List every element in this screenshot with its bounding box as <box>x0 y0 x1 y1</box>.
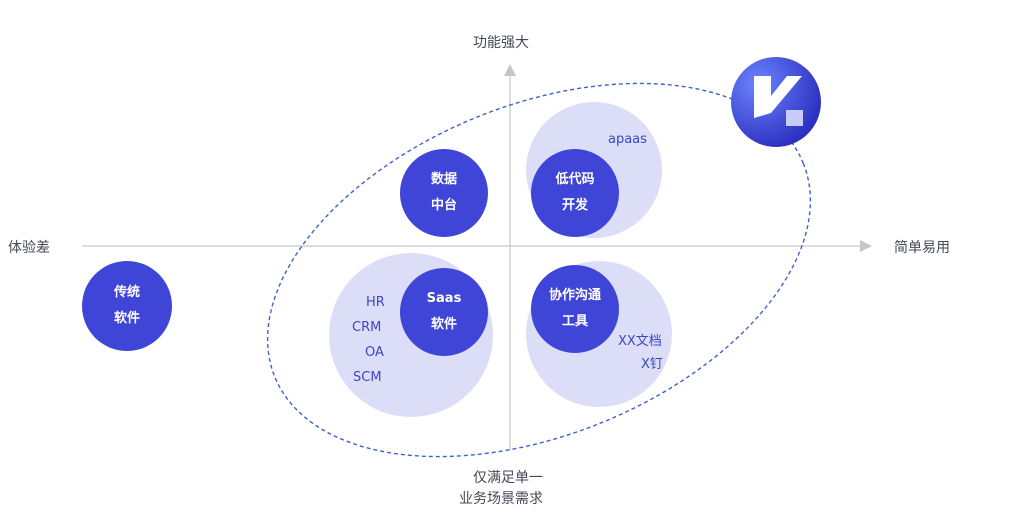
saas-item-scm: SCM <box>353 370 382 385</box>
collab-item-doc: XX文档 <box>618 334 662 349</box>
collab-bubble <box>531 265 619 353</box>
collab-label: 协作沟通工具 <box>548 288 601 329</box>
data-platform-bubble <box>400 149 488 237</box>
collab-item-ding: X钉 <box>641 357 663 372</box>
axis-label-left: 体验差 <box>8 240 50 256</box>
axis-label-right: 简单易用 <box>894 240 950 256</box>
saas-item-hr: HR <box>366 295 385 310</box>
saas-item-oa: OA <box>365 345 384 360</box>
lowcode-bubble <box>531 149 619 237</box>
axis-label-top: 功能强大 <box>473 35 529 51</box>
traditional-software-label: 传统软件 <box>113 285 140 326</box>
apaas-label: apaas <box>608 132 647 147</box>
traditional-software-bubble <box>82 261 172 351</box>
axis-label-bottom-line2: 业务场景需求 <box>459 491 543 507</box>
data-platform-label: 数据中台 <box>430 172 457 213</box>
scope-dashed-ellipse <box>266 82 812 458</box>
saas-item-crm: CRM <box>352 320 382 335</box>
axis-label-bottom-line1: 仅满足单一 <box>473 470 543 486</box>
saas-bubble <box>400 268 488 356</box>
lowcode-label: 低代码开发 <box>555 172 595 213</box>
brand-logo-icon <box>731 57 821 147</box>
